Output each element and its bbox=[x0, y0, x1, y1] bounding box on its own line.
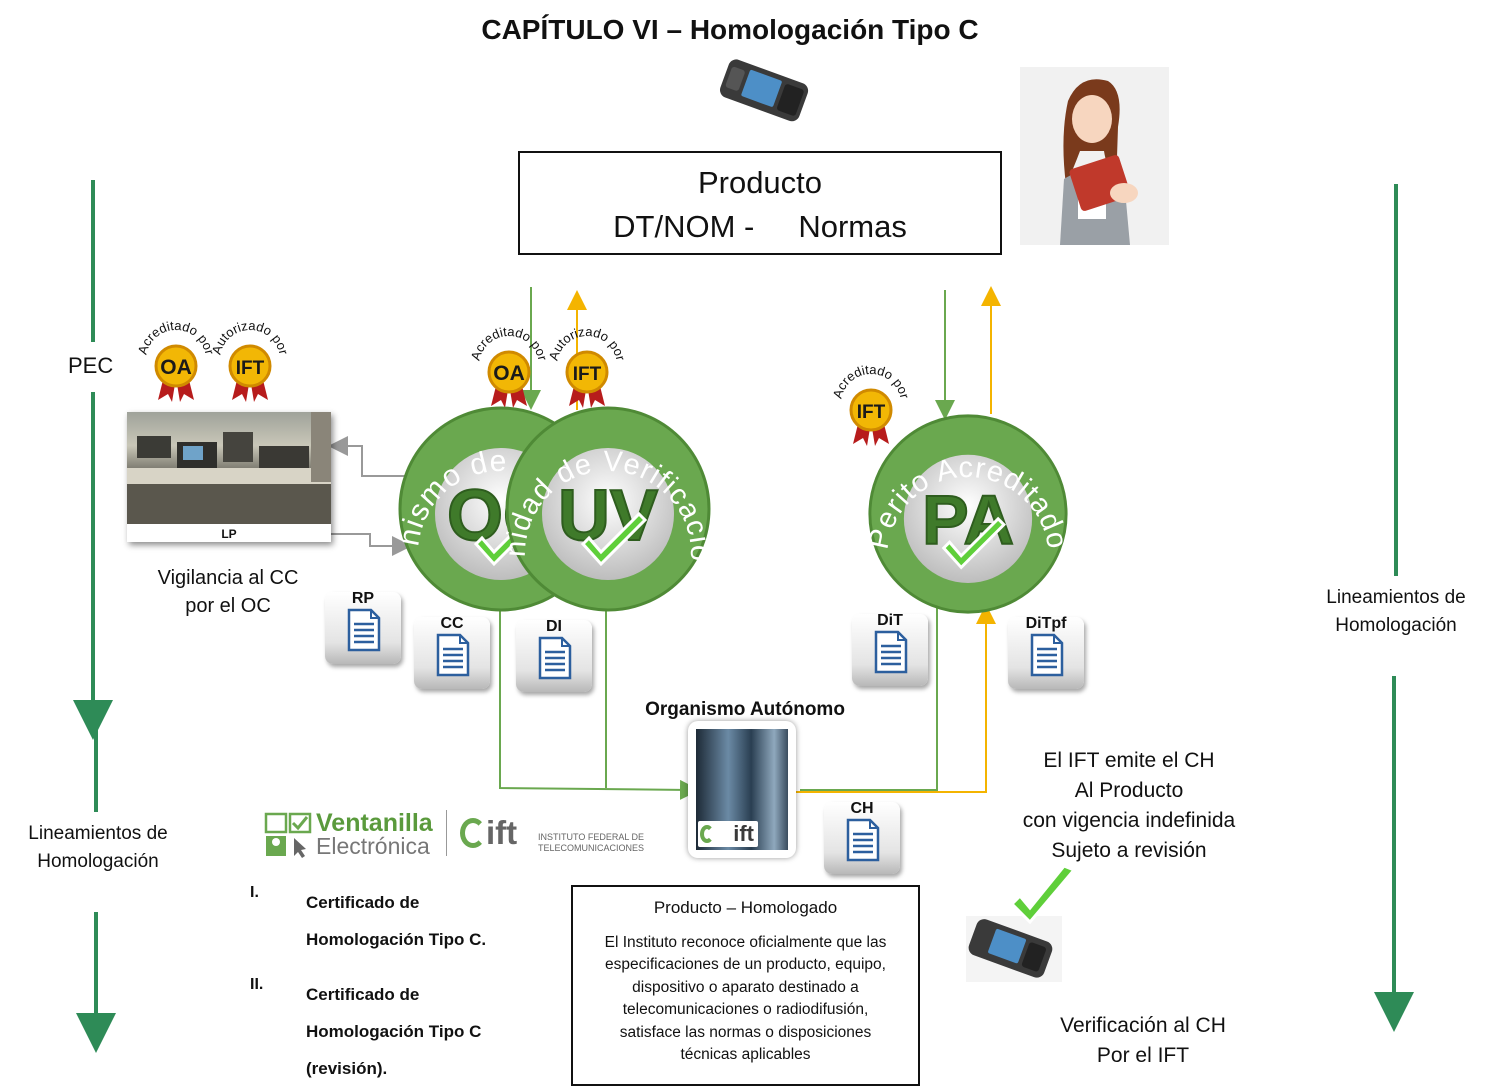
product-box: Producto DT/NOM - Normas bbox=[518, 151, 1002, 255]
doc-ch-label: CH bbox=[850, 800, 874, 817]
homologado-line4: telecomunicaciones o radiodifusión, bbox=[622, 1001, 869, 1018]
lab-label: LP bbox=[221, 527, 237, 541]
ift-swirl-icon bbox=[460, 818, 486, 848]
homologado-line2: especificaciones de un producto, equipo, bbox=[605, 956, 886, 973]
left-lineamientos-line2: Homologación bbox=[37, 851, 159, 872]
homologado-line1: El Instituto reconoce oficialmente que l… bbox=[604, 933, 887, 951]
badge-ift-pa-icon: Acreditado por IFT bbox=[830, 362, 913, 446]
page-title: CAPÍTULO VI – Homologación Tipo C bbox=[481, 14, 979, 45]
building-ift-text: ift bbox=[733, 821, 754, 846]
doc-ditpf-icon: DiTpf bbox=[1008, 615, 1084, 689]
logos-row: Ventanilla Electrónica ift INSTITUTO FED… bbox=[264, 809, 649, 860]
ift-name-line1: INSTITUTO FEDERAL DE bbox=[538, 832, 645, 842]
left-lineamientos-line1: Lineamientos de bbox=[28, 823, 168, 844]
cert-2-text: Certificado de Homologación Tipo C (revi… bbox=[306, 976, 481, 1087]
doc-ditpf-label: DiTpf bbox=[1025, 615, 1067, 632]
producto-homologado-box: Producto – Homologado El Instituto recon… bbox=[571, 885, 920, 1086]
homologado-line3: dispositivo o aparato destinado a bbox=[632, 978, 859, 996]
arrow-lab-to-oc bbox=[331, 533, 412, 556]
lab-photo: LP bbox=[127, 412, 331, 542]
emite-line2: Al Producto bbox=[1074, 779, 1184, 802]
ventanilla-text: Ventanilla bbox=[316, 809, 433, 837]
doc-di-label: DI bbox=[546, 618, 562, 635]
building-ift-swirl-icon bbox=[700, 825, 714, 843]
doc-rp-label: RP bbox=[351, 590, 375, 607]
uv-check-icon bbox=[580, 511, 648, 567]
logo-divider bbox=[446, 810, 447, 856]
arrow-organismo-to-pa bbox=[796, 604, 996, 793]
organismo-title: Organismo Autónomo bbox=[645, 699, 845, 720]
cert-1-number: I. bbox=[250, 884, 259, 901]
badge-ift-auth-icon: Autorizado por IFT bbox=[209, 318, 292, 402]
badge-oa-icon: Acreditado por OA bbox=[135, 318, 218, 402]
vigilancia-line2: por el OC bbox=[185, 595, 271, 617]
doc-dit-icon: DiT bbox=[852, 612, 928, 686]
phone-icon bbox=[719, 59, 809, 122]
ift-logo-text: ift bbox=[486, 814, 518, 851]
homologado-line6: técnicas aplicables bbox=[680, 1046, 811, 1063]
lab-image bbox=[127, 412, 331, 524]
product-title: Producto bbox=[697, 165, 823, 200]
ventanilla-icon bbox=[264, 812, 312, 858]
product-normas: Normas bbox=[798, 209, 907, 244]
cert-2-line1: Certificado de bbox=[306, 985, 420, 1004]
uv-circle: Unidad de Verificación UV bbox=[503, 404, 713, 612]
ift-name-line2: TELECOMUNICACIONES bbox=[538, 843, 645, 853]
badge-ift-pa-label: IFT bbox=[857, 402, 886, 423]
organismo-building: ift bbox=[688, 721, 796, 858]
badge-ift-auth-label: IFT bbox=[236, 358, 265, 379]
emite-line4: Sujeto a revisión bbox=[1051, 839, 1207, 862]
cert-1-line2: Homologación Tipo C. bbox=[306, 930, 487, 949]
badge-ift-uv-label: IFT bbox=[573, 364, 602, 385]
uv-abbr: UV bbox=[558, 476, 658, 556]
electronica-text: Electrónica bbox=[316, 833, 430, 859]
arrow-oc-to-lab bbox=[328, 436, 405, 477]
pec-label: PEC bbox=[68, 353, 114, 378]
badge-ift-uv-icon: Autorizado por IFT bbox=[546, 324, 629, 408]
badge-oa-oc-label: OA bbox=[493, 362, 525, 385]
product-dt-nom: DT/NOM - bbox=[613, 209, 755, 244]
vigilancia-line1: Vigilancia al CC bbox=[157, 567, 299, 589]
doc-di-icon: DI bbox=[516, 618, 592, 692]
approved-check-icon bbox=[1009, 864, 1077, 925]
verificacion-text: Verificación al CH Por el IFT bbox=[1028, 1011, 1258, 1071]
homologado-heading: Producto – Homologado bbox=[653, 898, 838, 917]
doc-ch-icon: CH bbox=[824, 800, 900, 874]
cert-2-line2: Homologación Tipo C bbox=[306, 1022, 482, 1041]
homologado-line5: satisface las normas o disposiciones bbox=[619, 1023, 872, 1041]
cert-2-line3: (revisión). bbox=[306, 1059, 388, 1078]
badge-oa-oc-icon: Acreditado por OA bbox=[468, 324, 551, 408]
cert-2-number: II. bbox=[250, 976, 264, 993]
pa-check-icon bbox=[941, 516, 1007, 570]
emite-line1: El IFT emite el CH bbox=[1043, 749, 1215, 772]
doc-dit-label: DiT bbox=[877, 612, 903, 629]
cert-1-text: Certificado de Homologación Tipo C. bbox=[306, 884, 486, 958]
woman-icon bbox=[1020, 67, 1169, 245]
verificacion-line1: Verificación al CH bbox=[1060, 1014, 1226, 1037]
emite-line3: con vigencia indefinida bbox=[1022, 809, 1236, 832]
badge-oa-label: OA bbox=[160, 356, 192, 379]
arrow-oc-to-organismo bbox=[499, 600, 700, 800]
doc-rp-icon: RP bbox=[325, 590, 401, 664]
right-lineamientos-line1: Lineamientos de bbox=[1326, 587, 1466, 608]
ift-name: INSTITUTO FEDERAL DE TELECOMUNICACIONES bbox=[538, 832, 644, 854]
ift-emite-text: El IFT emite el CH Al Producto con vigen… bbox=[1000, 746, 1258, 866]
doc-cc-icon: CC bbox=[414, 615, 490, 689]
line-pa-down bbox=[800, 604, 938, 791]
verificacion-line2: Por el IFT bbox=[1096, 1044, 1190, 1067]
cert-1-line1: Certificado de bbox=[306, 893, 420, 912]
pa-circle: Perito Acreditado PA bbox=[866, 414, 1070, 614]
right-lineamientos-line2: Homologación bbox=[1335, 615, 1457, 636]
doc-cc-label: CC bbox=[440, 615, 464, 632]
homologated-phone-icon bbox=[966, 864, 1077, 982]
